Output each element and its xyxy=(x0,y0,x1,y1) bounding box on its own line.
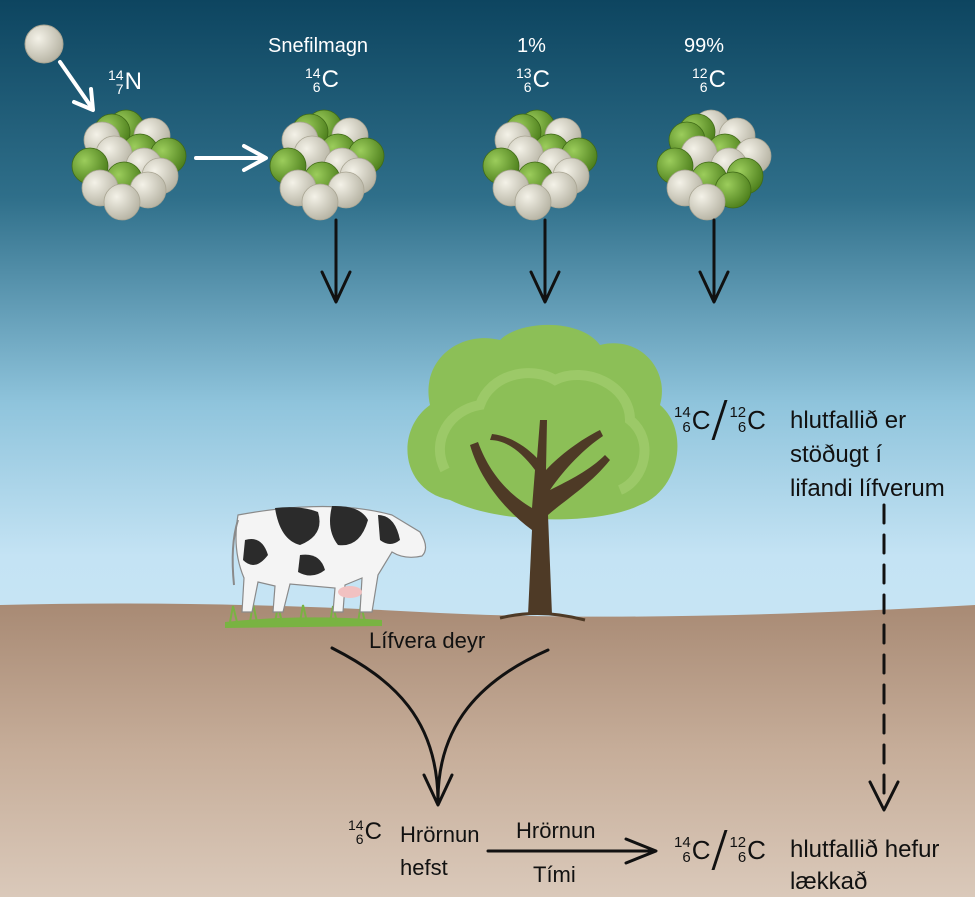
neutron-ball xyxy=(688,183,726,221)
mass-number: 14 xyxy=(348,817,364,833)
element-symbol: C xyxy=(691,834,711,865)
mass-number: 14 xyxy=(674,834,691,851)
ratio-living-text-2: stöðugt í xyxy=(790,441,883,468)
element-symbol: C xyxy=(747,404,766,435)
element-symbol: C xyxy=(532,66,550,94)
decay-start-line-2: hefst xyxy=(400,855,448,880)
c14-abundance-label: Snefilmagn xyxy=(268,35,369,57)
nucleus-icon xyxy=(656,109,772,221)
mass-number: 14 xyxy=(108,67,124,83)
transform-arrow xyxy=(194,144,268,172)
element-symbol: C xyxy=(321,66,339,94)
neutron-ball xyxy=(103,183,141,221)
cow-icon xyxy=(231,505,427,613)
mass-number: 12 xyxy=(729,834,747,851)
mass-number: 12 xyxy=(729,404,747,421)
c12-abundance-label: 99% xyxy=(684,35,725,57)
nucleus-icon xyxy=(482,109,598,221)
element-symbol: C xyxy=(747,834,766,865)
neutron-icon xyxy=(24,24,64,64)
element-symbol: N xyxy=(124,68,142,96)
mass-number: 13 xyxy=(516,65,532,81)
ground xyxy=(0,603,975,897)
neutron-ball xyxy=(514,183,552,221)
nucleus-icon xyxy=(71,109,187,221)
atomic-number: 6 xyxy=(312,79,321,95)
atomic-number: 6 xyxy=(737,849,747,866)
death-label: Lífvera deyr xyxy=(369,628,486,653)
tree-icon xyxy=(407,324,678,622)
c13-abundance-label: 1% xyxy=(517,35,546,57)
mass-number: 14 xyxy=(305,65,321,81)
element-symbol: C xyxy=(691,404,711,435)
ratio-dead-text-2: lækkað xyxy=(790,868,868,895)
ratio-living-text-3: lifandi lífverum xyxy=(790,475,945,502)
atomic-number: 6 xyxy=(682,419,691,436)
decay-arrow xyxy=(486,837,658,865)
nucleus-icon xyxy=(269,109,385,221)
atomic-number: 6 xyxy=(699,79,708,95)
dashed-arrow xyxy=(868,503,900,812)
ratio-slash xyxy=(711,830,728,870)
atomic-number: 6 xyxy=(523,79,532,95)
decay-arrow-bottom-label: Tími xyxy=(533,862,576,887)
decay-start-line-1: Hrörnun xyxy=(400,822,480,847)
ratio-slash xyxy=(711,400,728,440)
death-arrows xyxy=(330,646,550,807)
ratio-living-text-1: hlutfallið er xyxy=(790,407,907,434)
down-arrows xyxy=(320,218,730,304)
neutron-ball xyxy=(301,183,339,221)
decay-arrow-top-label: Hrörnun xyxy=(516,818,596,843)
atomic-number: 6 xyxy=(355,831,364,847)
mass-number: 14 xyxy=(674,404,691,421)
ratio-dead-text-1: hlutfallið hefur xyxy=(790,836,940,863)
element-symbol: C xyxy=(708,66,726,94)
neutron-arrow xyxy=(58,60,95,112)
atomic-number: 6 xyxy=(682,849,691,866)
mass-number: 12 xyxy=(692,65,708,81)
element-symbol: C xyxy=(364,818,382,846)
atomic-number: 6 xyxy=(737,419,747,436)
atomic-number: 7 xyxy=(115,81,124,97)
